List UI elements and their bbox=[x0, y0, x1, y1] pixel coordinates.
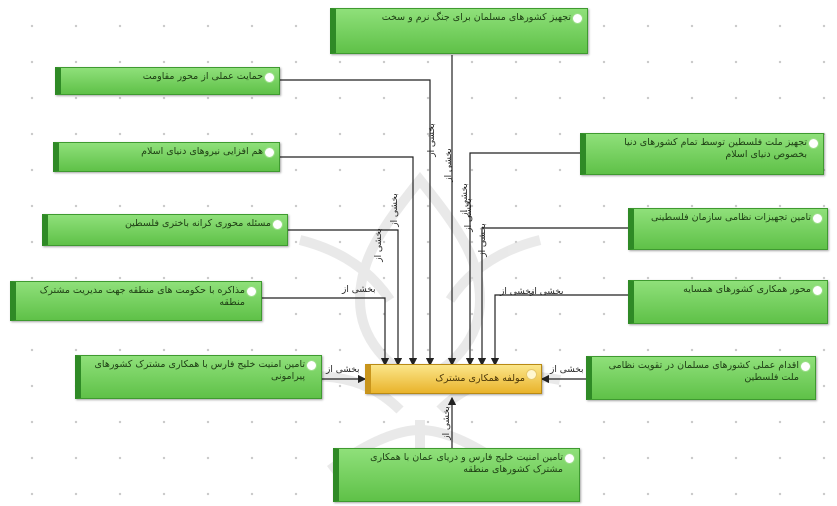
node-bullet-icon bbox=[272, 219, 283, 230]
node-label: تامین امنیت خلیج فارس و دریای عمان با هم… bbox=[370, 452, 563, 475]
edge-label: بخشی از bbox=[342, 285, 376, 295]
node-right-2[interactable]: تامین تجهیزات نظامی سازمان فلسطینی bbox=[628, 208, 828, 250]
edge-label: بخشی از bbox=[500, 287, 534, 297]
node-bullet-icon bbox=[812, 213, 823, 224]
node-left-5[interactable]: تامین امنیت خلیج فارس با همکاری مشترک کش… bbox=[75, 355, 322, 399]
node-bullet-icon bbox=[306, 360, 317, 371]
edge-label: بخشی از bbox=[443, 148, 454, 182]
node-bullet-icon bbox=[264, 72, 275, 83]
node-left-4[interactable]: مذاکره با حکومت های منطقه جهت مدیریت مشت… bbox=[10, 281, 262, 321]
node-label: مسئله محوری کرانه باختری فلسطین bbox=[124, 218, 271, 229]
node-label: هم افزایی نیروهای دنیای اسلام bbox=[141, 146, 263, 157]
node-bottom[interactable]: تامین امنیت خلیج فارس و دریای عمان با هم… bbox=[333, 448, 580, 502]
node-left-2[interactable]: هم افزایی نیروهای دنیای اسلام bbox=[53, 142, 280, 172]
node-bullet-icon bbox=[246, 286, 257, 297]
node-bullet-icon bbox=[800, 361, 811, 372]
node-label: تامین تجهیزات نظامی سازمان فلسطینی bbox=[651, 212, 811, 223]
edge-label: بخشی از bbox=[389, 193, 400, 227]
edge-label: بخشی از bbox=[441, 406, 452, 440]
edge-label: بخشی از bbox=[530, 287, 564, 297]
node-label: مذاکره با حکومت های منطقه جهت مدیریت مشت… bbox=[39, 285, 245, 308]
node-left-1[interactable]: حمایت عملی از محور مقاومت bbox=[55, 67, 280, 95]
edge-label: بخشی از bbox=[326, 365, 360, 375]
node-core[interactable]: مولفه همکاری مشترک bbox=[365, 364, 542, 394]
edge-label: بخشی از bbox=[373, 228, 384, 262]
node-right-4[interactable]: اقدام عملی کشورهای مسلمان در تقویت نظامی… bbox=[586, 356, 816, 400]
edge-label: بخشی از bbox=[463, 198, 474, 232]
node-bullet-icon bbox=[572, 13, 583, 24]
node-top[interactable]: تجهیز کشورهای مسلمان برای جنگ نرم و سخت bbox=[330, 8, 588, 54]
node-label: حمایت عملی از محور مقاومت bbox=[142, 71, 263, 82]
node-label: محور همکاری کشورهای همسایه bbox=[683, 284, 811, 295]
edge-label: بخشی از bbox=[426, 123, 437, 157]
node-bullet-icon bbox=[812, 285, 823, 296]
node-bullet-icon bbox=[526, 369, 537, 380]
node-right-3[interactable]: محور همکاری کشورهای همسایه bbox=[628, 280, 828, 324]
edge-label: بخشی از bbox=[477, 223, 488, 257]
node-label: تجهیز ملت فلسطین توسط تمام کشورهای دنیا … bbox=[624, 137, 807, 160]
node-bullet-icon bbox=[808, 138, 819, 149]
node-label: تجهیز کشورهای مسلمان برای جنگ نرم و سخت bbox=[381, 12, 571, 23]
edge-label: بخشی از bbox=[550, 365, 584, 375]
node-bullet-icon bbox=[564, 453, 575, 464]
node-right-1[interactable]: تجهیز ملت فلسطین توسط تمام کشورهای دنیا … bbox=[580, 133, 824, 175]
node-label: اقدام عملی کشورهای مسلمان در تقویت نظامی… bbox=[608, 360, 799, 383]
node-bullet-icon bbox=[264, 147, 275, 158]
node-core-label: مولفه همکاری مشترک bbox=[435, 373, 525, 384]
node-label: تامین امنیت خلیج فارس با همکاری مشترک کش… bbox=[94, 359, 305, 382]
node-left-3[interactable]: مسئله محوری کرانه باختری فلسطین bbox=[42, 214, 288, 246]
